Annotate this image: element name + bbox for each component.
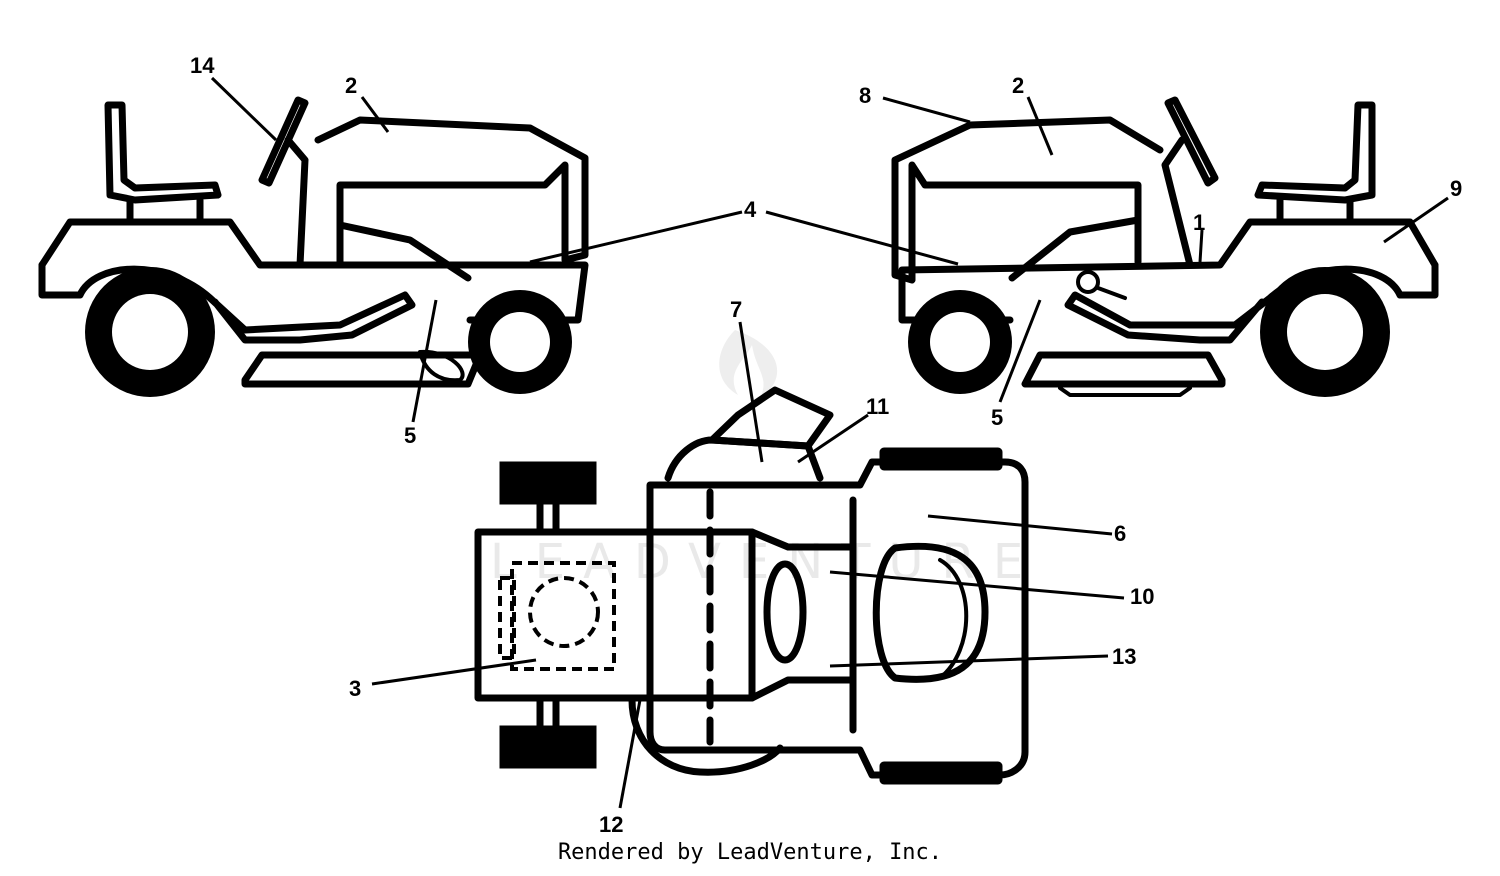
callout-12: 12 (599, 812, 623, 837)
callout-3: 3 (349, 676, 361, 701)
callout-2-left: 2 (345, 73, 357, 98)
callout-labels: 14 2 4 5 8 2 1 9 5 7 11 6 10 13 3 12 (190, 53, 1462, 837)
callout-4: 4 (744, 197, 757, 222)
callout-13: 13 (1112, 644, 1136, 669)
leader-lines (210, 76, 1449, 809)
callout-5-right: 5 (991, 405, 1003, 430)
callout-10: 10 (1130, 584, 1154, 609)
footer-credit: Rendered by LeadVenture, Inc. (557, 840, 943, 865)
callout-6: 6 (1114, 521, 1126, 546)
callout-11: 11 (866, 394, 889, 419)
callout-1: 1 (1193, 210, 1205, 235)
left-side-view-tractor (38, 96, 589, 397)
callout-8: 8 (859, 83, 871, 108)
callout-2-right: 2 (1012, 73, 1024, 98)
callout-7: 7 (730, 297, 742, 322)
right-side-view-tractor (891, 96, 1439, 397)
callout-9: 9 (1450, 176, 1462, 201)
callout-14: 14 (190, 53, 215, 78)
top-view-tractor (474, 386, 1029, 785)
callout-5-left: 5 (404, 423, 416, 448)
